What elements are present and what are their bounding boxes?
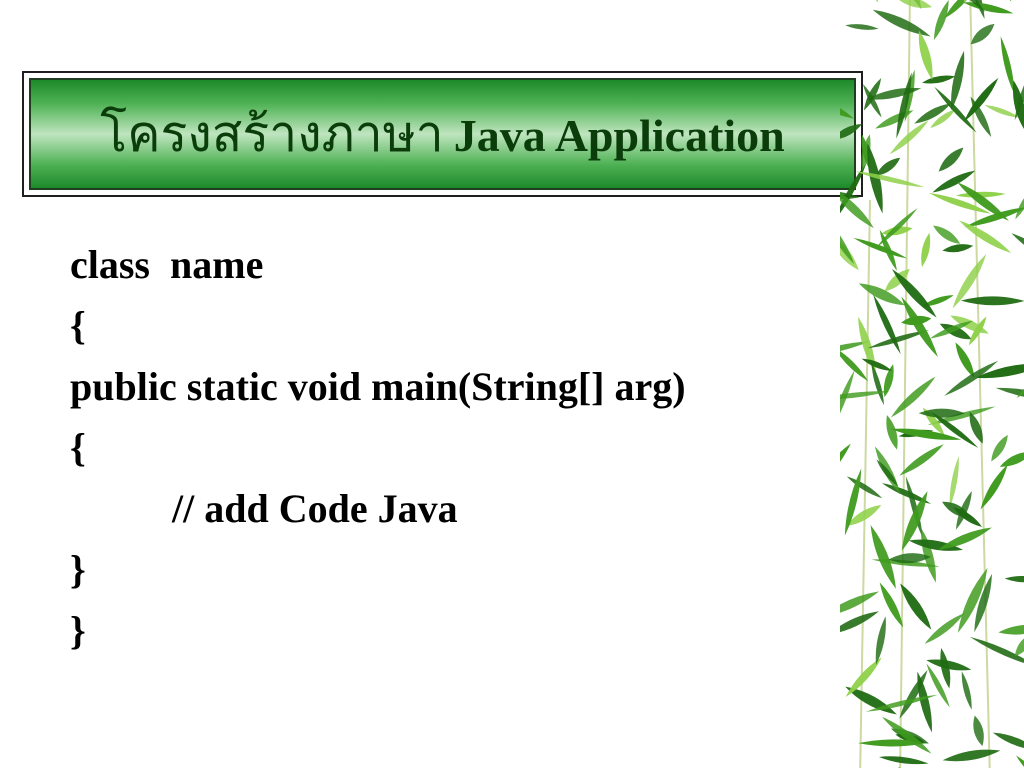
code-line-class: class name [70,242,264,287]
code-line-open-brace-1: { [70,303,86,348]
code-block: class name { public static void main(Str… [70,234,870,661]
code-line-comment: // add Code Java [172,486,458,531]
title-english: Java Application [453,109,785,161]
code-line-close-brace-1: } [70,547,86,592]
code-line-open-brace-2: { [70,425,86,470]
code-line-main: public static void main(String[] arg) [70,364,686,409]
bamboo-leaves-icon [840,0,1024,768]
title-thai: โครงสร้างภาษา [100,104,444,163]
code-line-close-brace-2: } [70,608,86,653]
